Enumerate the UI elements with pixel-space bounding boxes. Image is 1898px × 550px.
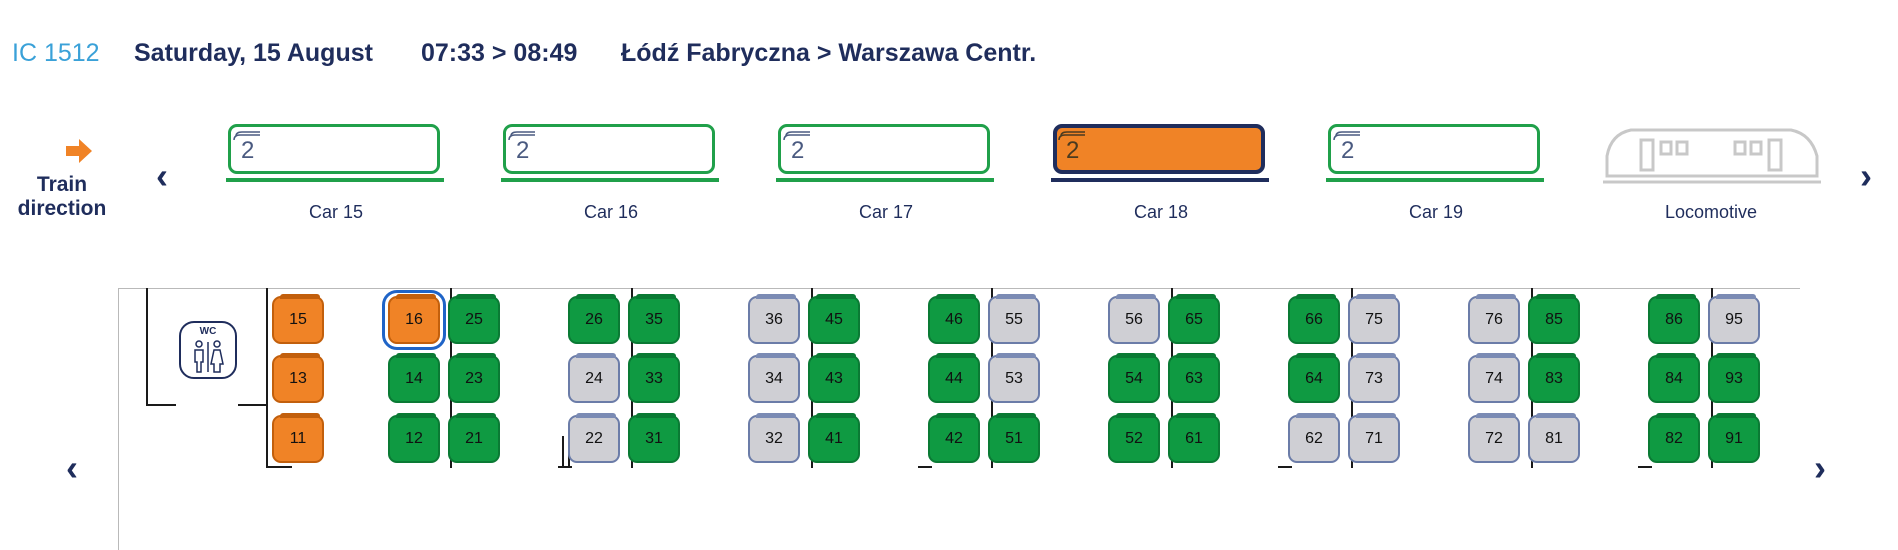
seat-56[interactable]: 56	[1108, 294, 1160, 344]
second-class-icon: 2	[508, 131, 535, 162]
svg-text:2: 2	[1066, 137, 1079, 162]
train-direction: Train direction	[12, 136, 112, 221]
seat-34[interactable]: 34	[748, 353, 800, 403]
seat-41[interactable]: 41	[808, 413, 860, 463]
car-body	[1328, 124, 1540, 174]
seat-25[interactable]: 25	[448, 294, 500, 344]
car-15[interactable]: 2 Car 15	[226, 124, 446, 232]
car-label: Car 19	[1408, 202, 1464, 222]
seat-35[interactable]: 35	[628, 294, 680, 344]
seat-54[interactable]: 54	[1108, 353, 1160, 403]
seat-73[interactable]: 73	[1348, 353, 1400, 403]
direction-label-line1: Train	[36, 173, 88, 196]
trip-time: 07:33 > 08:49	[421, 38, 578, 67]
seat-24[interactable]: 24	[568, 353, 620, 403]
locomotive-icon	[1603, 128, 1821, 184]
seat-61[interactable]: 61	[1168, 413, 1220, 463]
second-class-icon: 2	[1333, 131, 1360, 162]
arrow-right-icon	[65, 139, 92, 163]
svg-text:2: 2	[791, 137, 804, 162]
seat-63[interactable]: 63	[1168, 353, 1220, 403]
seat-66[interactable]: 66	[1288, 294, 1340, 344]
seat-75[interactable]: 75	[1348, 294, 1400, 344]
trip-date: Saturday, 15 August	[134, 38, 373, 67]
car-19[interactable]: 2 Car 19	[1326, 124, 1546, 232]
seat-84[interactable]: 84	[1648, 353, 1700, 403]
svg-text:2: 2	[1341, 137, 1354, 162]
svg-text:2: 2	[516, 137, 529, 162]
svg-text:WC: WC	[200, 326, 217, 337]
seat-33[interactable]: 33	[628, 353, 680, 403]
seat-62[interactable]: 62	[1288, 413, 1340, 463]
seat-95[interactable]: 95	[1708, 294, 1760, 344]
car-label: Locomotive	[1664, 202, 1758, 222]
car-17[interactable]: 2 Car 17	[776, 124, 996, 232]
seat-74[interactable]: 74	[1468, 353, 1520, 403]
seat-76[interactable]: 76	[1468, 294, 1520, 344]
seat-72[interactable]: 72	[1468, 413, 1520, 463]
locomotive[interactable]: Locomotive	[1601, 124, 1821, 232]
second-class-icon: 2	[783, 131, 810, 162]
seat-86[interactable]: 86	[1648, 294, 1700, 344]
seat-31[interactable]: 31	[628, 413, 680, 463]
car-16[interactable]: 2 Car 16	[501, 124, 721, 232]
seat-64[interactable]: 64	[1288, 353, 1340, 403]
seat-51[interactable]: 51	[988, 413, 1040, 463]
seat-16[interactable]: 16	[382, 290, 446, 350]
seat-82[interactable]: 82	[1648, 413, 1700, 463]
seat-44[interactable]: 44	[928, 353, 980, 403]
carousel-prev-button[interactable]: ‹	[156, 155, 168, 196]
car-label: Car 17	[858, 202, 914, 222]
seat-45[interactable]: 45	[808, 294, 860, 344]
seat-65[interactable]: 65	[1168, 294, 1220, 344]
seat-55[interactable]: 55	[988, 294, 1040, 344]
seat-36[interactable]: 36	[748, 294, 800, 344]
seat-71[interactable]: 71	[1348, 413, 1400, 463]
seat-12[interactable]: 12	[388, 413, 440, 463]
seat-11[interactable]: 11	[272, 413, 324, 463]
seat-85[interactable]: 85	[1528, 294, 1580, 344]
wc-icon: WC	[179, 321, 237, 379]
carousel-next-button[interactable]: ›	[1860, 155, 1872, 196]
seat-21[interactable]: 21	[448, 413, 500, 463]
car-label: Car 16	[583, 202, 639, 222]
seatmap-prev-button[interactable]: ‹	[66, 447, 78, 488]
seat-93[interactable]: 93	[1708, 353, 1760, 403]
svg-text:2: 2	[241, 137, 254, 162]
seat-23[interactable]: 23	[448, 353, 500, 403]
seat-43[interactable]: 43	[808, 353, 860, 403]
car-label: Car 18	[1133, 202, 1189, 222]
seat-81[interactable]: 81	[1528, 413, 1580, 463]
direction-label-line2: direction	[17, 197, 107, 220]
seat-13[interactable]: 13	[272, 353, 324, 403]
seat-53[interactable]: 53	[988, 353, 1040, 403]
seat-15[interactable]: 15	[272, 294, 324, 344]
seat-91[interactable]: 91	[1708, 413, 1760, 463]
seat-22[interactable]: 22	[568, 413, 620, 463]
car-18[interactable]: 2 Car 18	[1051, 124, 1271, 232]
car-body	[778, 124, 990, 174]
car-body	[1053, 124, 1265, 174]
trip-header: IC 1512 Saturday, 15 August 07:33 > 08:4…	[12, 36, 1036, 70]
seat-26[interactable]: 26	[568, 294, 620, 344]
trip-route: Łódź Fabryczna > Warszawa Centr.	[621, 38, 1037, 67]
car-label: Car 15	[308, 202, 364, 222]
seat-52[interactable]: 52	[1108, 413, 1160, 463]
car-body	[503, 124, 715, 174]
seatmap-next-button[interactable]: ›	[1814, 447, 1826, 488]
seat-14[interactable]: 14	[388, 353, 440, 403]
seat-32[interactable]: 32	[748, 413, 800, 463]
car-body	[228, 124, 440, 174]
train-number: IC 1512	[12, 38, 100, 67]
seat-46[interactable]: 46	[928, 294, 980, 344]
seat-42[interactable]: 42	[928, 413, 980, 463]
second-class-icon: 2	[1058, 131, 1085, 162]
second-class-icon: 2	[233, 131, 260, 162]
seat-83[interactable]: 83	[1528, 353, 1580, 403]
